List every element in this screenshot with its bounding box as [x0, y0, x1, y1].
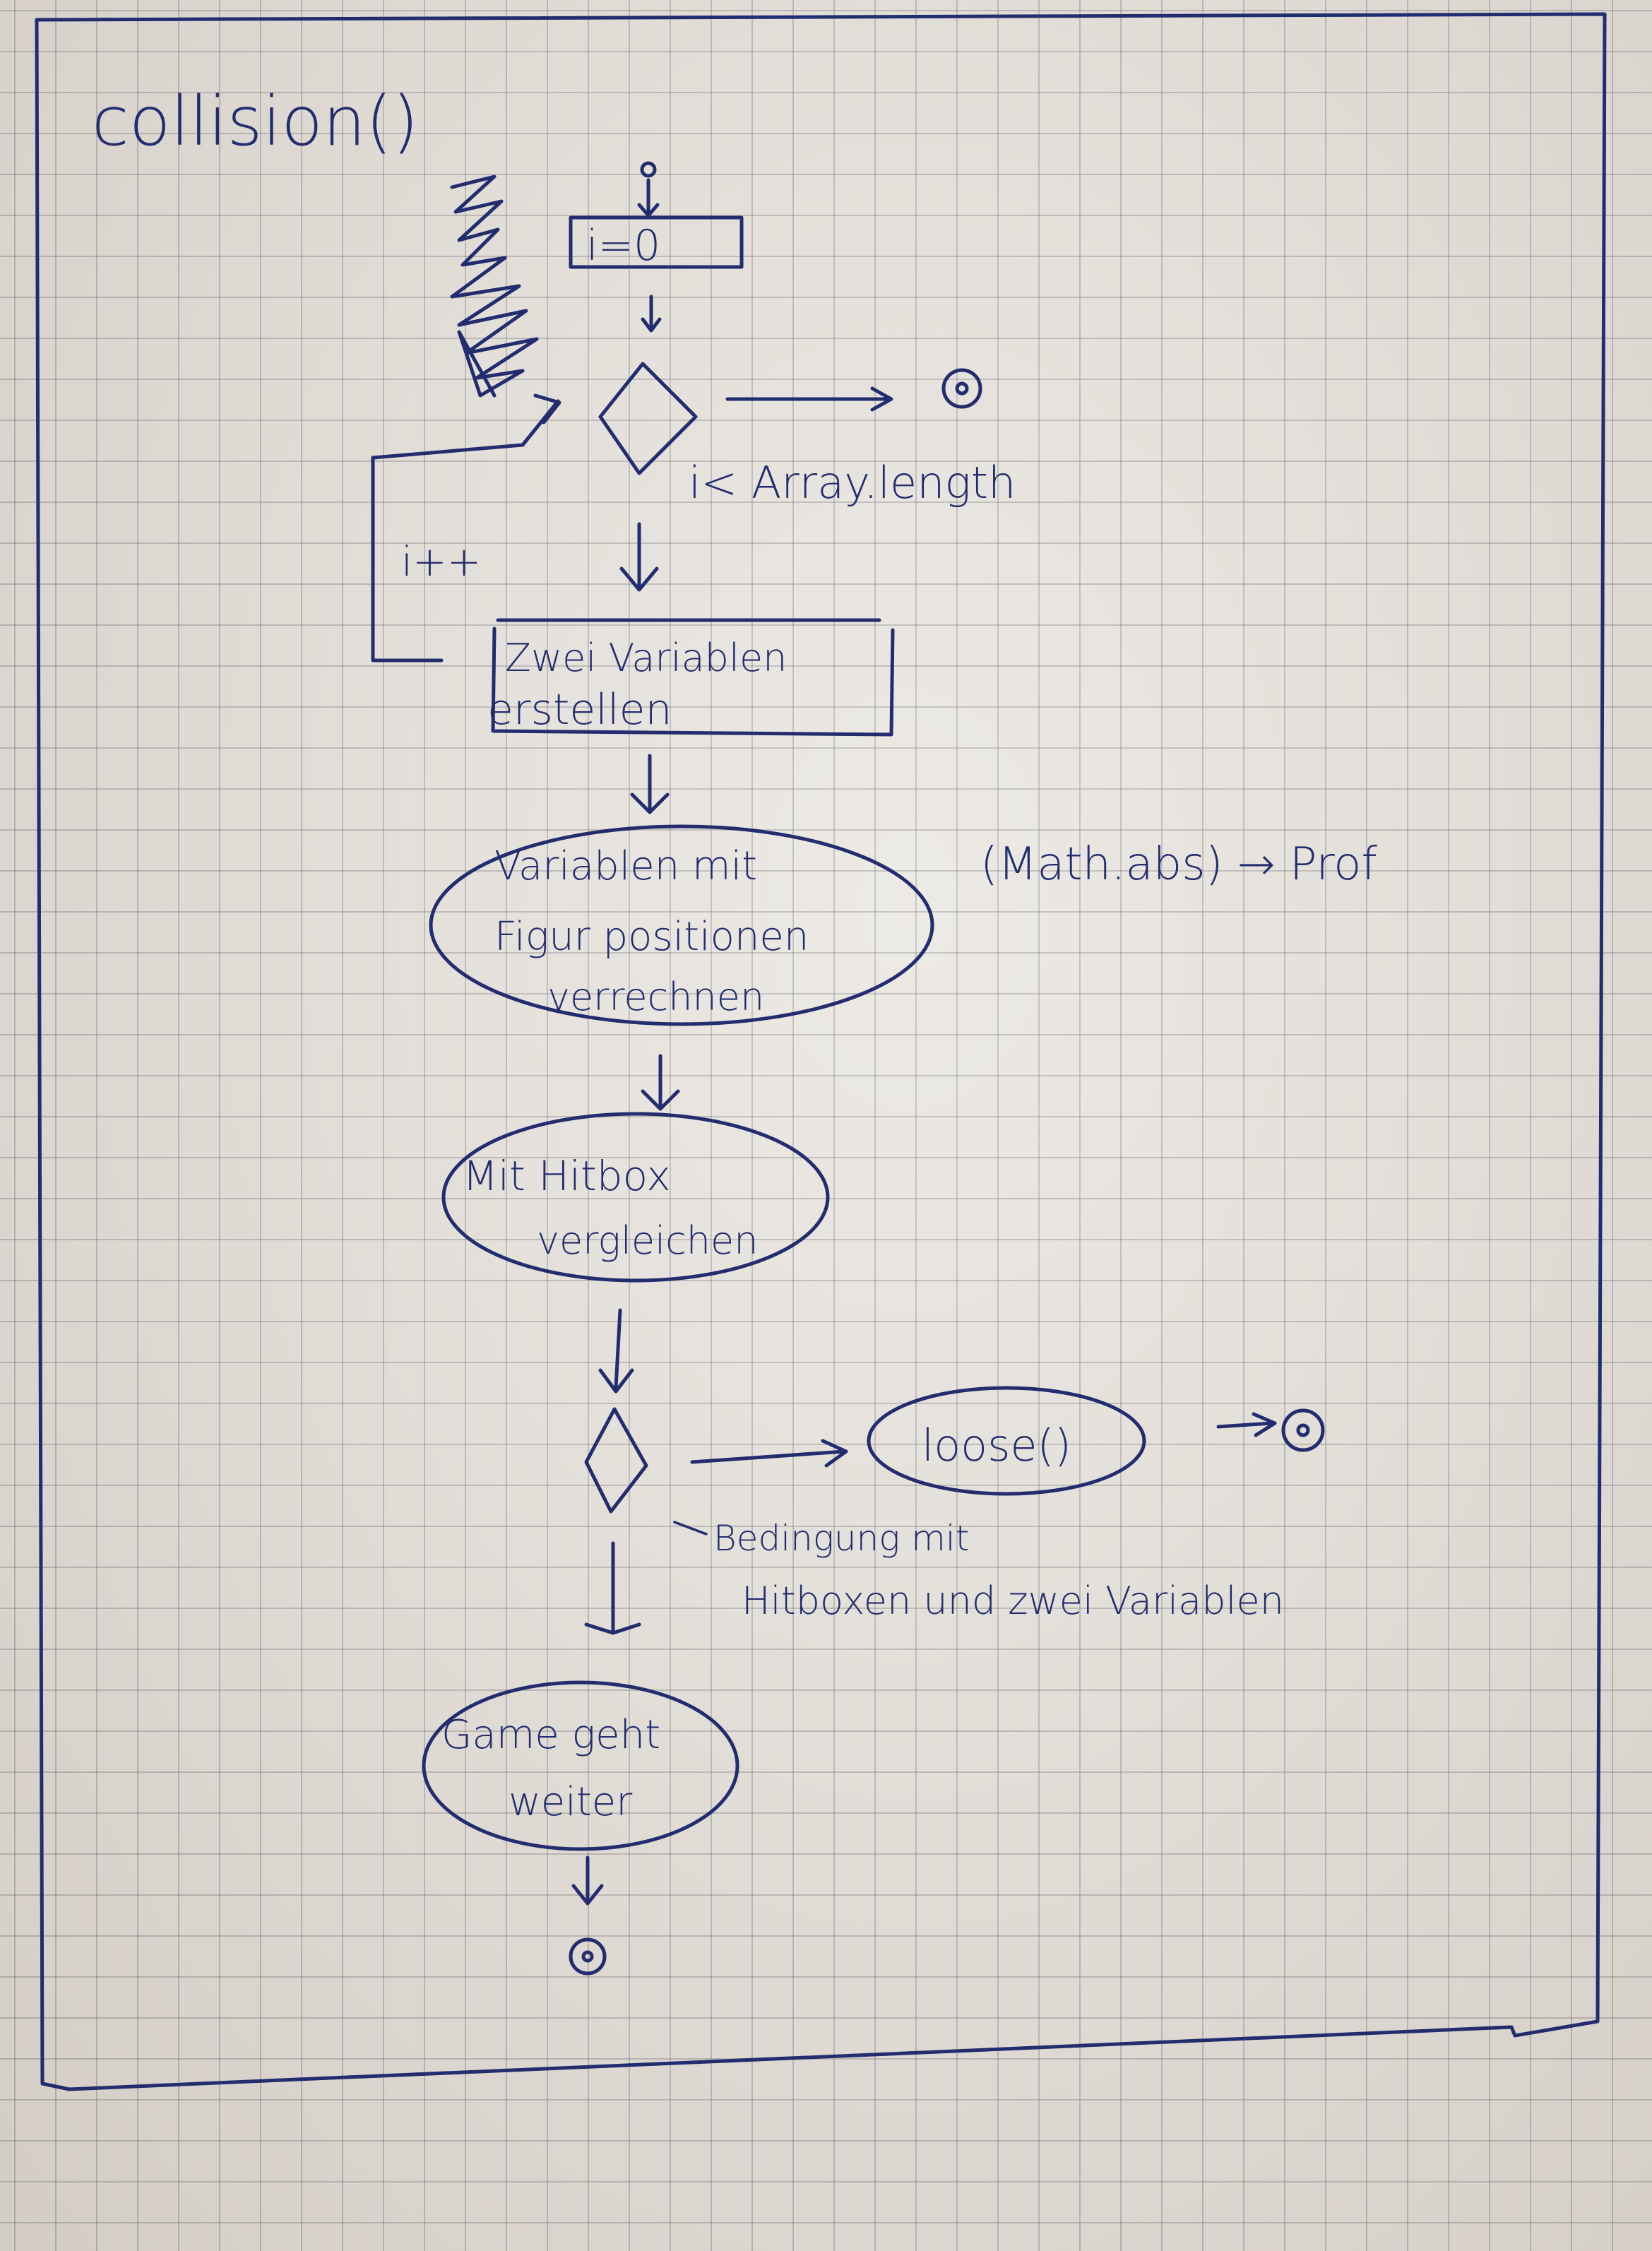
loop-decision — [598, 362, 698, 475]
loop-back-arrow — [371, 393, 561, 663]
compute-line-2: Figur positionen — [494, 914, 809, 960]
arrow-to-end — [571, 1855, 604, 1906]
loop-final-node — [941, 368, 982, 409]
arrow-lose-exit — [1216, 1412, 1277, 1437]
continue-line-2: weiter — [509, 1779, 632, 1825]
increment-label: i++ — [401, 537, 481, 586]
arrow-to-lose — [690, 1439, 848, 1468]
function-title: collision() — [92, 82, 419, 161]
lose-label: loose() — [922, 1420, 1071, 1471]
arrow-to-loop — [641, 295, 662, 333]
arrow-to-compare — [641, 1054, 680, 1111]
collision-condition-line-2: Hitboxen und zwei Variablen — [742, 1579, 1284, 1623]
lose-activity — [867, 1386, 1146, 1496]
condition-pointer — [673, 1521, 708, 1536]
arrow-to-create — [619, 522, 659, 592]
loop-condition: i< Array.length — [689, 457, 1016, 509]
scribble-mark — [450, 174, 539, 398]
side-note: (Math.abs) → Prof — [980, 838, 1377, 891]
end-final-node-dot — [581, 1950, 594, 1963]
compare-activity — [441, 1112, 830, 1283]
compare-line-2: vergleichen — [537, 1218, 758, 1263]
arrow-to-collision-decision — [598, 1308, 634, 1394]
collision-decision — [584, 1407, 648, 1514]
initial-node — [640, 161, 657, 178]
collision-condition-line-1: Bedingung mit — [713, 1518, 969, 1559]
arrow-start — [637, 178, 660, 218]
compute-activity — [429, 824, 934, 1026]
arrow-to-compute — [630, 754, 670, 814]
lose-final-node — [1281, 1408, 1325, 1452]
compare-line-1: Mit Hitbox — [463, 1152, 671, 1200]
arrow-to-continue — [584, 1541, 641, 1635]
continue-activity — [422, 1680, 739, 1851]
init-box — [569, 215, 744, 269]
page-border — [35, 12, 1607, 2091]
lose-final-node-dot — [1296, 1423, 1310, 1437]
compute-line-1: Variablen mit — [494, 843, 757, 889]
loop-final-node-dot — [955, 381, 969, 396]
create-vars-line-2: erstellen — [487, 685, 672, 735]
create-vars-line-1: Zwei Variablen — [505, 636, 787, 680]
init-label: i=0 — [586, 221, 660, 271]
end-final-node — [569, 1937, 607, 1976]
create-vars-box — [491, 618, 895, 737]
arrow-loop-exit — [725, 386, 893, 412]
compute-line-3: verrechnen — [547, 975, 764, 1019]
continue-line-1: Game geht — [441, 1712, 660, 1758]
